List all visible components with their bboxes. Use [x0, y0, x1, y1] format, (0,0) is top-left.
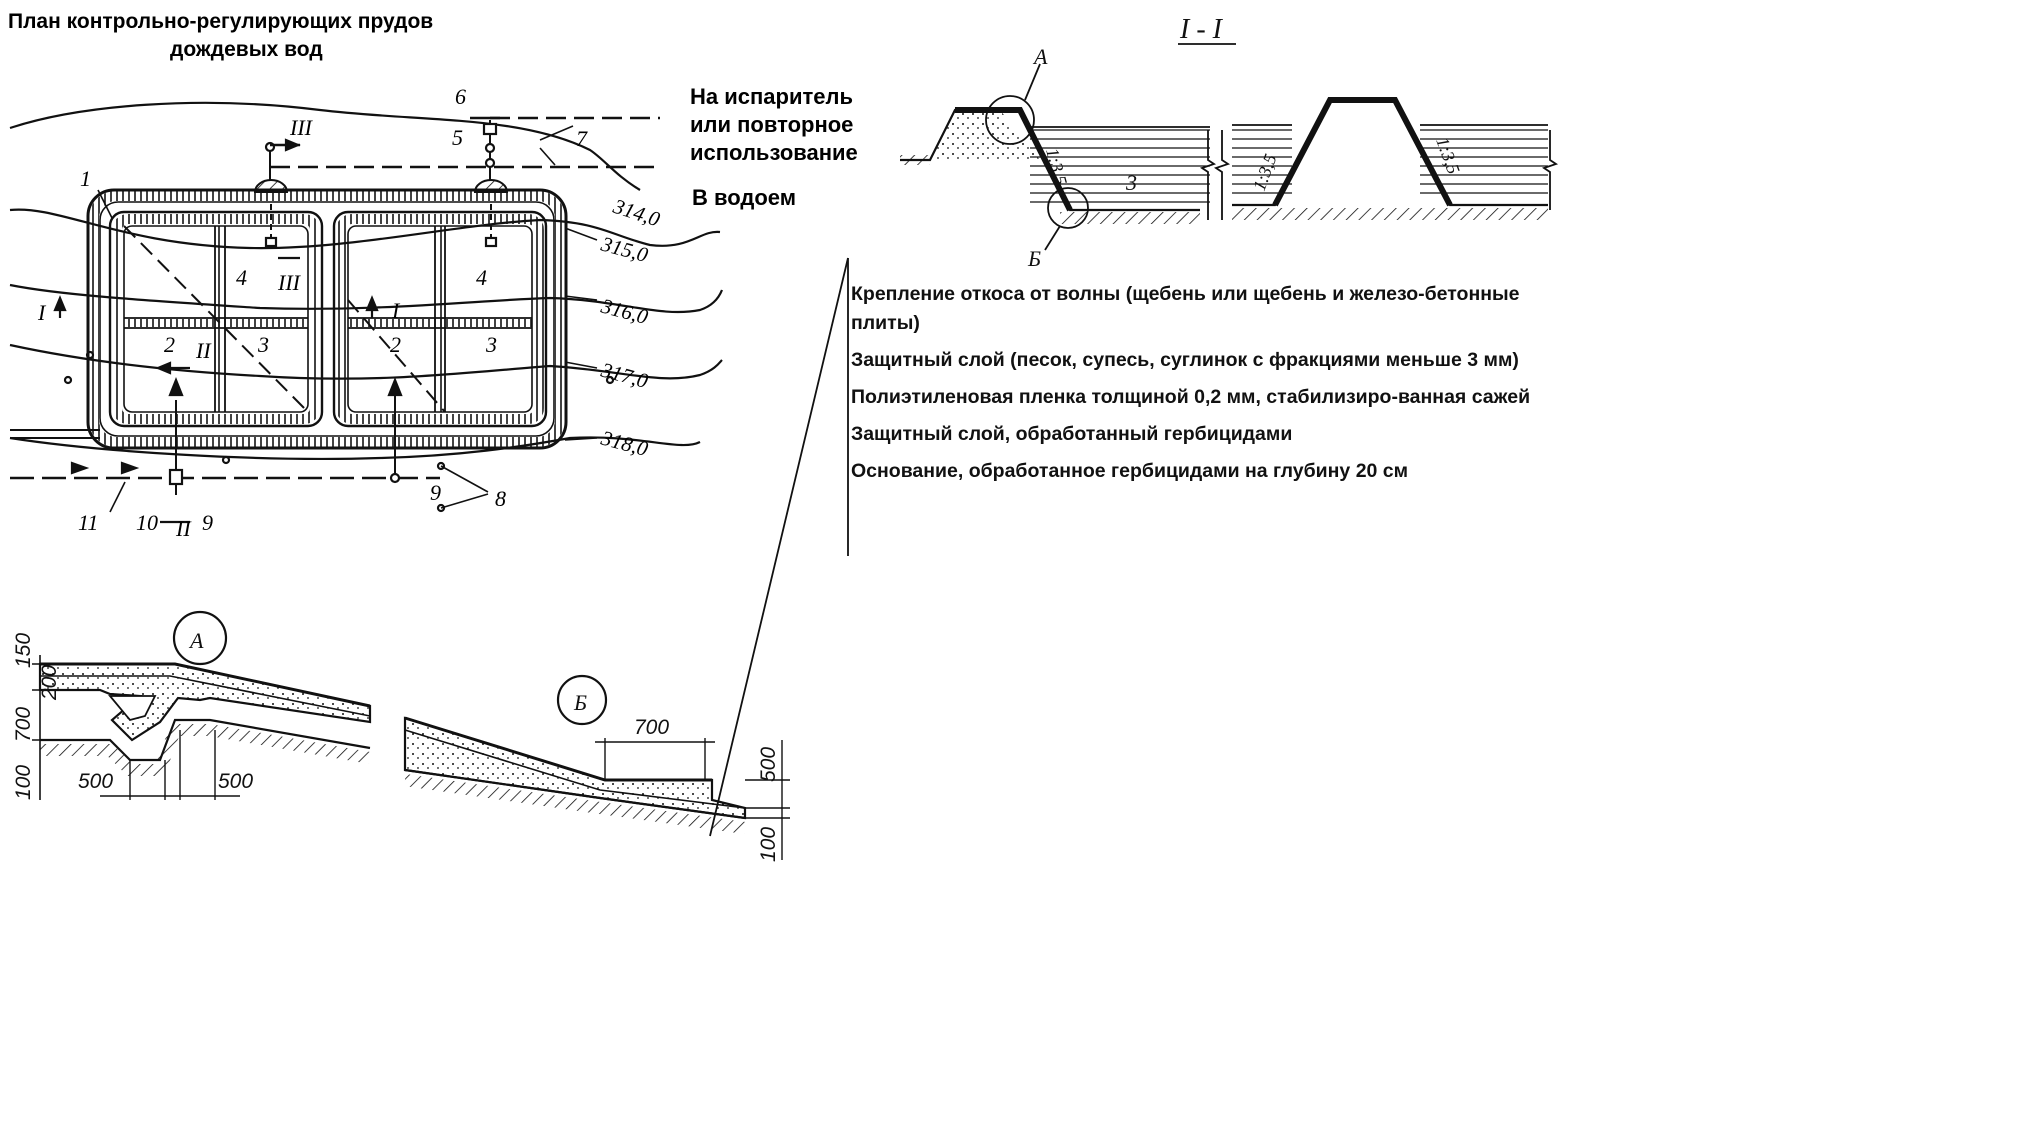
detail-A-dim-700: 700 [12, 707, 35, 742]
detail-B: Б 700 500 100 [403, 674, 790, 862]
left-pond-outer [108, 210, 324, 428]
section-left-fill [930, 110, 1040, 160]
legend-item-wave-protection: Крепление откоса от волны (щебень или ще… [851, 283, 1520, 334]
legend-leader-line [709, 257, 849, 837]
item-number-8: 8 [495, 486, 506, 511]
outlet-evaporator-line2: или повторное [690, 112, 853, 137]
contour-line-318 [9, 436, 701, 460]
item-number-1: 1 [80, 166, 91, 191]
detail-A-callout-circle [172, 610, 228, 666]
detail-A-dim-200: 200 [38, 665, 61, 701]
contour-label-317: 317,0 [598, 357, 651, 393]
legend-item-protective-layer: Защитный слой (песок, супесь, суглинок с… [851, 349, 1519, 371]
section-mark-I-left: I [37, 300, 47, 325]
detail-A-dim-500-right: 500 [218, 770, 253, 793]
outlet-structure-left [253, 179, 289, 193]
contour-line-315 [9, 208, 721, 250]
outlet-water-body-label: В водоем [692, 185, 796, 210]
outlet-structure-right [473, 179, 509, 193]
item-number-4-right: 4 [476, 265, 487, 290]
item-number-6: 6 [455, 84, 466, 109]
item-number-9-right: 9 [430, 480, 441, 505]
contour-line-314 [9, 101, 641, 191]
section-mark-III-bottom: III [277, 270, 302, 295]
detail-B-callout-circle [556, 674, 608, 726]
item-number-3-left: 3 [257, 332, 269, 357]
layer-legend: Крепление откоса от волны (щебень или ще… [848, 280, 1560, 494]
detail-B-dim-100: 100 [757, 827, 780, 862]
section-I-title: I - I [1179, 14, 1224, 45]
legend-item-herbicide-base: Основание, обработанное гербицидами на г… [851, 460, 1409, 482]
diagonal-pipe-right [347, 299, 446, 413]
section-pond-number: 3 [1125, 170, 1137, 195]
outer-embankment [86, 188, 568, 450]
detail-A-dim-500-left: 500 [78, 770, 113, 793]
detail-B-dim-700: 700 [634, 716, 669, 739]
section-marks [53, 256, 379, 524]
contour-label-318: 318,0 [598, 425, 651, 461]
plan-view [9, 101, 724, 524]
legend-item-polyethylene-film: Полиэтиленовая пленка толщиной 0,2 мм, с… [851, 386, 1531, 408]
item-number-2-left: 2 [164, 332, 175, 357]
item-number-7: 7 [576, 126, 588, 151]
section-callout-B: Б [1027, 246, 1041, 271]
outer-embankment-inner [99, 201, 555, 437]
contour-label-316: 316,0 [598, 293, 651, 329]
outlet-evaporator-line3: использование [690, 140, 858, 165]
detail-A-surface [38, 662, 372, 742]
internal-dikes [124, 226, 532, 412]
detail-A-dim-150: 150 [12, 633, 35, 668]
section-mark-I-right: I [391, 298, 401, 323]
item-number-4-left: 4 [236, 265, 247, 290]
technical-drawing: План контрольно-регулирующих прудов дожд… [8, 10, 1559, 862]
contour-line-316 [9, 283, 724, 314]
detail-A: А 150 200 700 100 500 500 [12, 610, 372, 800]
item-number-5: 5 [452, 125, 463, 150]
item-number-9-left: 9 [202, 510, 213, 535]
section-callout-A: А [1032, 44, 1048, 69]
legend-item-herbicide-layer: Защитный слой, обработанный гербицидами [851, 423, 1293, 445]
item-number-11: 11 [78, 510, 98, 535]
plan-title-line1: План контрольно-регулирующих прудов [8, 10, 433, 33]
contour-line-317 [9, 343, 723, 380]
detail-B-label: Б [573, 690, 587, 715]
item-number-3-right: 3 [485, 332, 497, 357]
right-pond-outer [332, 210, 548, 428]
section-mark-II-top: II [195, 338, 212, 363]
diagonal-pipe-left [123, 225, 309, 413]
section-mark-II-bottom: II [175, 516, 192, 541]
detail-A-dim-100: 100 [12, 765, 35, 800]
detail-A-label: А [188, 628, 204, 653]
section-mark-III-top: III [289, 115, 314, 140]
contour-label-315: 315,0 [598, 231, 651, 267]
plan-title-line2: дождевых вод [170, 38, 323, 61]
item-number-10: 10 [136, 510, 158, 535]
contour-label-314: 314,0 [610, 194, 664, 232]
detail-B-dim-500: 500 [757, 747, 780, 782]
plan-labels: На испаритель или повторное использовани… [37, 84, 858, 541]
outlet-evaporator-line1: На испаритель [690, 84, 853, 109]
item-number-2-right: 2 [390, 332, 401, 357]
section-I-I: I - I А Б 1:3,5 1:3,5 1:3,5 3 [900, 14, 1559, 271]
